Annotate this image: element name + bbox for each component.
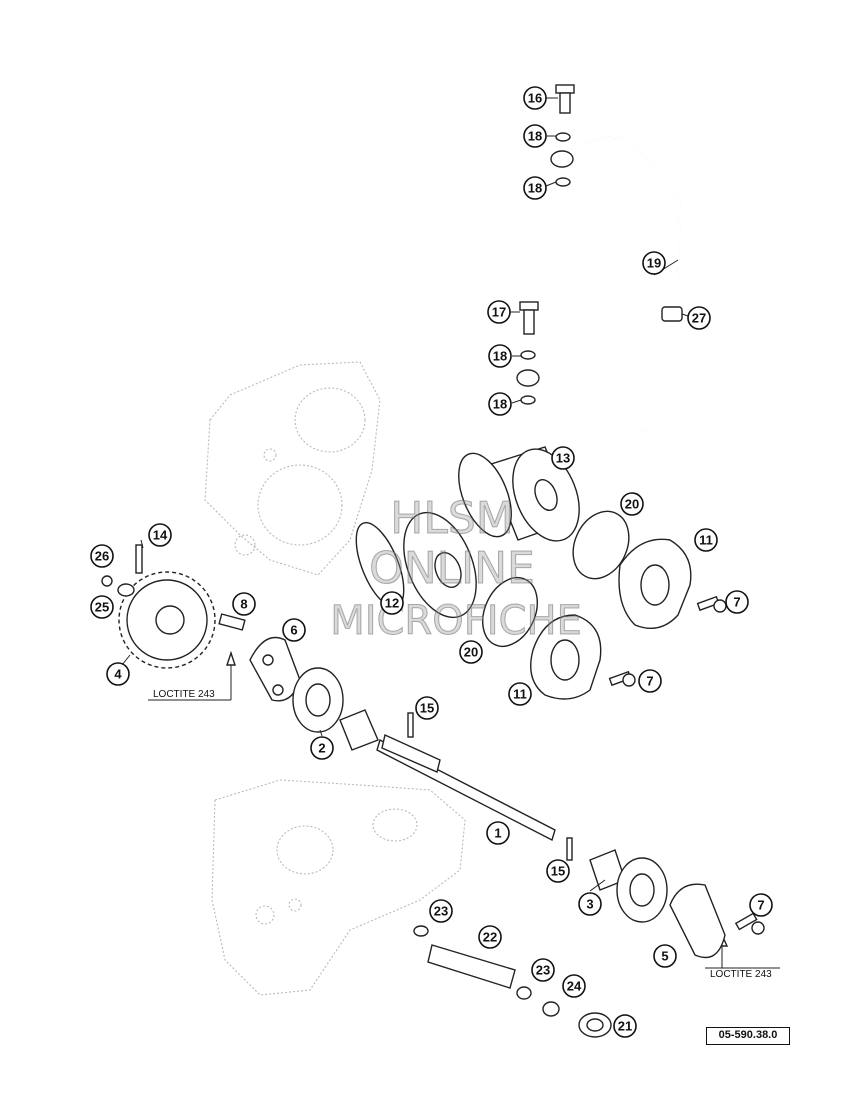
callout-20b: 20 [459, 640, 483, 664]
engine-case-ghost-upper [204, 361, 381, 576]
oil-line-assembly [516, 84, 683, 433]
svg-text:17: 17 [492, 305, 506, 320]
filter-covers [530, 538, 692, 700]
svg-text:18: 18 [528, 129, 542, 144]
svg-text:18: 18 [528, 181, 542, 196]
callout-25: 25 [90, 595, 114, 619]
svg-text:23: 23 [536, 963, 550, 978]
callout-16: 16 [523, 86, 547, 110]
callout-1: 1 [486, 821, 510, 845]
pump-cover [669, 883, 726, 959]
callout-21: 21 [613, 1014, 637, 1038]
oil-pump-gear [101, 544, 216, 669]
svg-text:20: 20 [464, 645, 478, 660]
callout-4: 4 [106, 662, 130, 686]
svg-text:25: 25 [95, 600, 109, 615]
callout-23a: 23 [429, 899, 453, 923]
callout-15b: 15 [546, 859, 570, 883]
watermark-line-1: HLSM [390, 493, 514, 544]
callout-7c: 7 [749, 893, 773, 917]
callout-11a: 11 [694, 528, 718, 552]
oil-filter-upper [458, 446, 580, 542]
callout-14: 14 [148, 523, 172, 547]
loctite-label-left: LOCTITE 243 [153, 689, 215, 700]
callout-17: 17 [487, 300, 511, 324]
svg-text:7: 7 [757, 898, 764, 913]
svg-text:27: 27 [692, 311, 706, 326]
svg-text:1: 1 [494, 826, 501, 841]
svg-text:15: 15 [551, 864, 565, 879]
svg-text:20: 20 [625, 497, 639, 512]
callout-7b: 7 [638, 669, 662, 693]
svg-text:4: 4 [114, 667, 122, 682]
callout-18a: 18 [523, 124, 547, 148]
svg-text:12: 12 [385, 596, 399, 611]
pressure-valve [413, 925, 612, 1038]
callout-26: 26 [90, 544, 114, 568]
callout-7a: 7 [725, 590, 749, 614]
svg-text:18: 18 [493, 349, 507, 364]
svg-text:19: 19 [647, 256, 661, 271]
svg-text:18: 18 [493, 397, 507, 412]
svg-text:7: 7 [646, 674, 653, 689]
svg-text:15: 15 [420, 701, 434, 716]
svg-text:11: 11 [699, 533, 713, 548]
o-rings [482, 510, 630, 647]
callout-15a: 15 [415, 696, 439, 720]
svg-text:23: 23 [434, 904, 448, 919]
svg-text:2: 2 [318, 741, 325, 756]
callout-6: 6 [282, 618, 306, 642]
callout-11b: 11 [508, 682, 532, 706]
watermark-line-3: MICROFICHE [330, 598, 582, 644]
svg-text:13: 13 [556, 451, 570, 466]
bolts-7 [608, 595, 765, 947]
svg-text:26: 26 [95, 549, 109, 564]
watermark-line-2: ONLINE [369, 543, 535, 594]
callout-20a: 20 [620, 492, 644, 516]
callout-23b: 23 [531, 958, 555, 982]
svg-text:7: 7 [733, 595, 740, 610]
callout-2: 2 [310, 736, 334, 760]
svg-text:6: 6 [290, 623, 297, 638]
callout-19: 19 [642, 251, 666, 275]
callout-18b: 18 [523, 176, 547, 200]
svg-text:11: 11 [513, 687, 527, 702]
callout-5: 5 [653, 944, 677, 968]
callout-3: 3 [578, 892, 602, 916]
callout-12: 12 [380, 591, 404, 615]
leader-lines [117, 97, 780, 969]
callout-24: 24 [562, 974, 586, 998]
callout-18d: 18 [488, 392, 512, 416]
svg-text:14: 14 [153, 528, 168, 543]
callout-13: 13 [551, 446, 575, 470]
loctite-label-right: LOCTITE 243 [710, 969, 772, 980]
svg-text:24: 24 [567, 979, 582, 994]
plate-and-bolt [218, 613, 301, 702]
svg-text:5: 5 [661, 949, 668, 964]
callout-22: 22 [478, 925, 502, 949]
svg-text:8: 8 [240, 597, 247, 612]
reference-number: 05-590.38.0 [706, 1027, 790, 1045]
watermark: HLSM ONLINE MICROFICHE [330, 493, 583, 645]
svg-text:16: 16 [528, 91, 542, 106]
callout-18c: 18 [488, 344, 512, 368]
callout-27: 27 [687, 306, 711, 330]
oil-filter-lower [355, 511, 477, 619]
svg-text:21: 21 [618, 1019, 632, 1034]
pump-rotors [292, 667, 668, 923]
callout-8: 8 [232, 592, 256, 616]
pump-shaft [376, 734, 556, 842]
engine-case-ghost-lower [211, 779, 466, 996]
svg-text:22: 22 [483, 930, 497, 945]
svg-text:3: 3 [586, 897, 593, 912]
